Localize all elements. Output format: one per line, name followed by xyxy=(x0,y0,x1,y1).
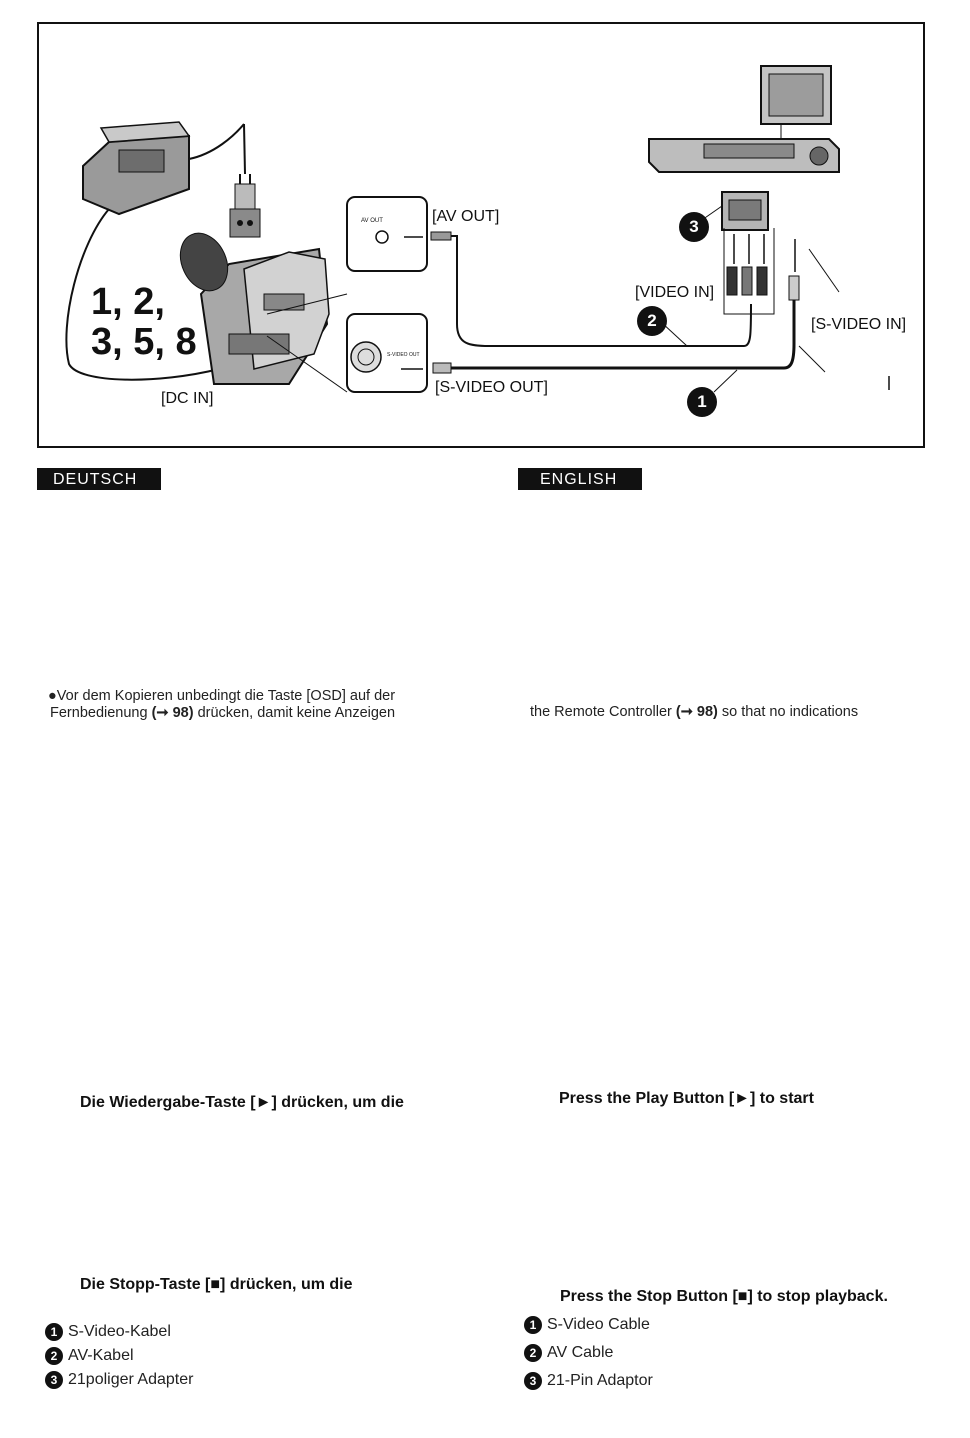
step-numbers-line2: 3, 5, 8 xyxy=(91,321,197,363)
vcr-icon xyxy=(648,138,840,173)
battery-charger-icon xyxy=(82,121,191,216)
deutsch-legend-item-1: 1 S-Video-Kabel xyxy=(45,1323,171,1341)
deutsch-stop-step: Die Stopp-Taste [■] drücken, um die xyxy=(80,1276,353,1293)
deutsch-note-text-end: drücken, damit keine Anzeigen xyxy=(193,705,396,721)
television-icon xyxy=(760,65,832,139)
av-out-jack-icon xyxy=(375,230,389,244)
legend-number-2: 2 xyxy=(45,1347,63,1365)
av-out-label: [AV OUT] xyxy=(432,208,500,225)
camcorder-icon xyxy=(179,232,330,385)
callout-1: 1 xyxy=(687,387,717,417)
english-page-ref: (➞ 98) xyxy=(675,704,718,720)
english-osd-note: the Remote Controller (➞ 98) so that no … xyxy=(530,704,950,721)
english-play-step: Press the Play Button [►] to start xyxy=(559,1090,814,1107)
s-video-in-label: [S-VIDEO IN] xyxy=(811,316,907,333)
deutsch-osd-note: ●Vor dem Kopieren unbedingt die Taste [O… xyxy=(48,688,468,722)
legend-text: AV Cable xyxy=(547,1344,614,1361)
legend-number-3: 3 xyxy=(45,1371,63,1389)
english-legend-item-2: 2 AV Cable xyxy=(524,1344,613,1362)
legend-text: 21poliger Adapter xyxy=(68,1371,194,1388)
s-video-out-label: [S-VIDEO OUT] xyxy=(435,379,548,396)
s-video-out-jack-label: S-VIDEO OUT xyxy=(387,352,420,358)
english-legend-item-3: 3 21-Pin Adaptor xyxy=(524,1372,653,1390)
legend-number-2: 2 xyxy=(524,1344,542,1362)
av-out-jack-label: AV OUT xyxy=(361,218,383,224)
deutsch-osd-note-line1: ●Vor dem Kopieren unbedingt die Taste [O… xyxy=(48,688,396,704)
legend-number-1: 1 xyxy=(524,1316,542,1334)
deutsch-legend-item-2: 2 AV-Kabel xyxy=(45,1347,134,1365)
diagram-illustration xyxy=(65,65,890,393)
english-stop-step: Press the Stop Button [■] to stop playba… xyxy=(560,1288,888,1305)
dc-in-label: [DC IN] xyxy=(161,390,214,407)
deutsch-play-step: Die Wiedergabe-Taste [►] drücken, um die xyxy=(80,1094,404,1111)
legend-text: S-Video Cable xyxy=(547,1316,650,1333)
connection-diagram: 1, 2, 3, 5, 8 [AV OUT] [S-VIDEO OUT] [DC… xyxy=(37,22,925,448)
english-note-text-end: so that no indications xyxy=(717,704,859,720)
deutsch-heading: DEUTSCH xyxy=(37,468,161,490)
legend-text: S-Video-Kabel xyxy=(68,1323,171,1340)
english-note-text: the Remote Controller xyxy=(530,704,676,720)
scart-adaptor-icon xyxy=(721,191,769,231)
s-video-out-jack-icon xyxy=(350,341,382,373)
deutsch-osd-note-line2: Fernbedienung (➞ 98) drücken, damit kein… xyxy=(48,705,468,722)
legend-text: 21-Pin Adaptor xyxy=(547,1372,653,1389)
legend-number-3: 3 xyxy=(524,1372,542,1390)
deutsch-note-text: Fernbedienung xyxy=(50,705,152,721)
step-numbers-line1: 1, 2, xyxy=(91,281,165,323)
english-legend-item-1: 1 S-Video Cable xyxy=(524,1316,650,1334)
power-plug-icon xyxy=(229,123,261,238)
legend-number-1: 1 xyxy=(45,1323,63,1341)
video-in-label: [VIDEO IN] xyxy=(635,284,715,301)
english-heading: ENGLISH xyxy=(518,468,642,490)
callout-2: 2 xyxy=(637,306,667,336)
deutsch-legend-item-3: 3 21poliger Adapter xyxy=(45,1371,193,1389)
callout-3: 3 xyxy=(679,212,709,242)
deutsch-page-ref: (➞ 98) xyxy=(151,705,194,721)
legend-text: AV-Kabel xyxy=(68,1347,134,1364)
